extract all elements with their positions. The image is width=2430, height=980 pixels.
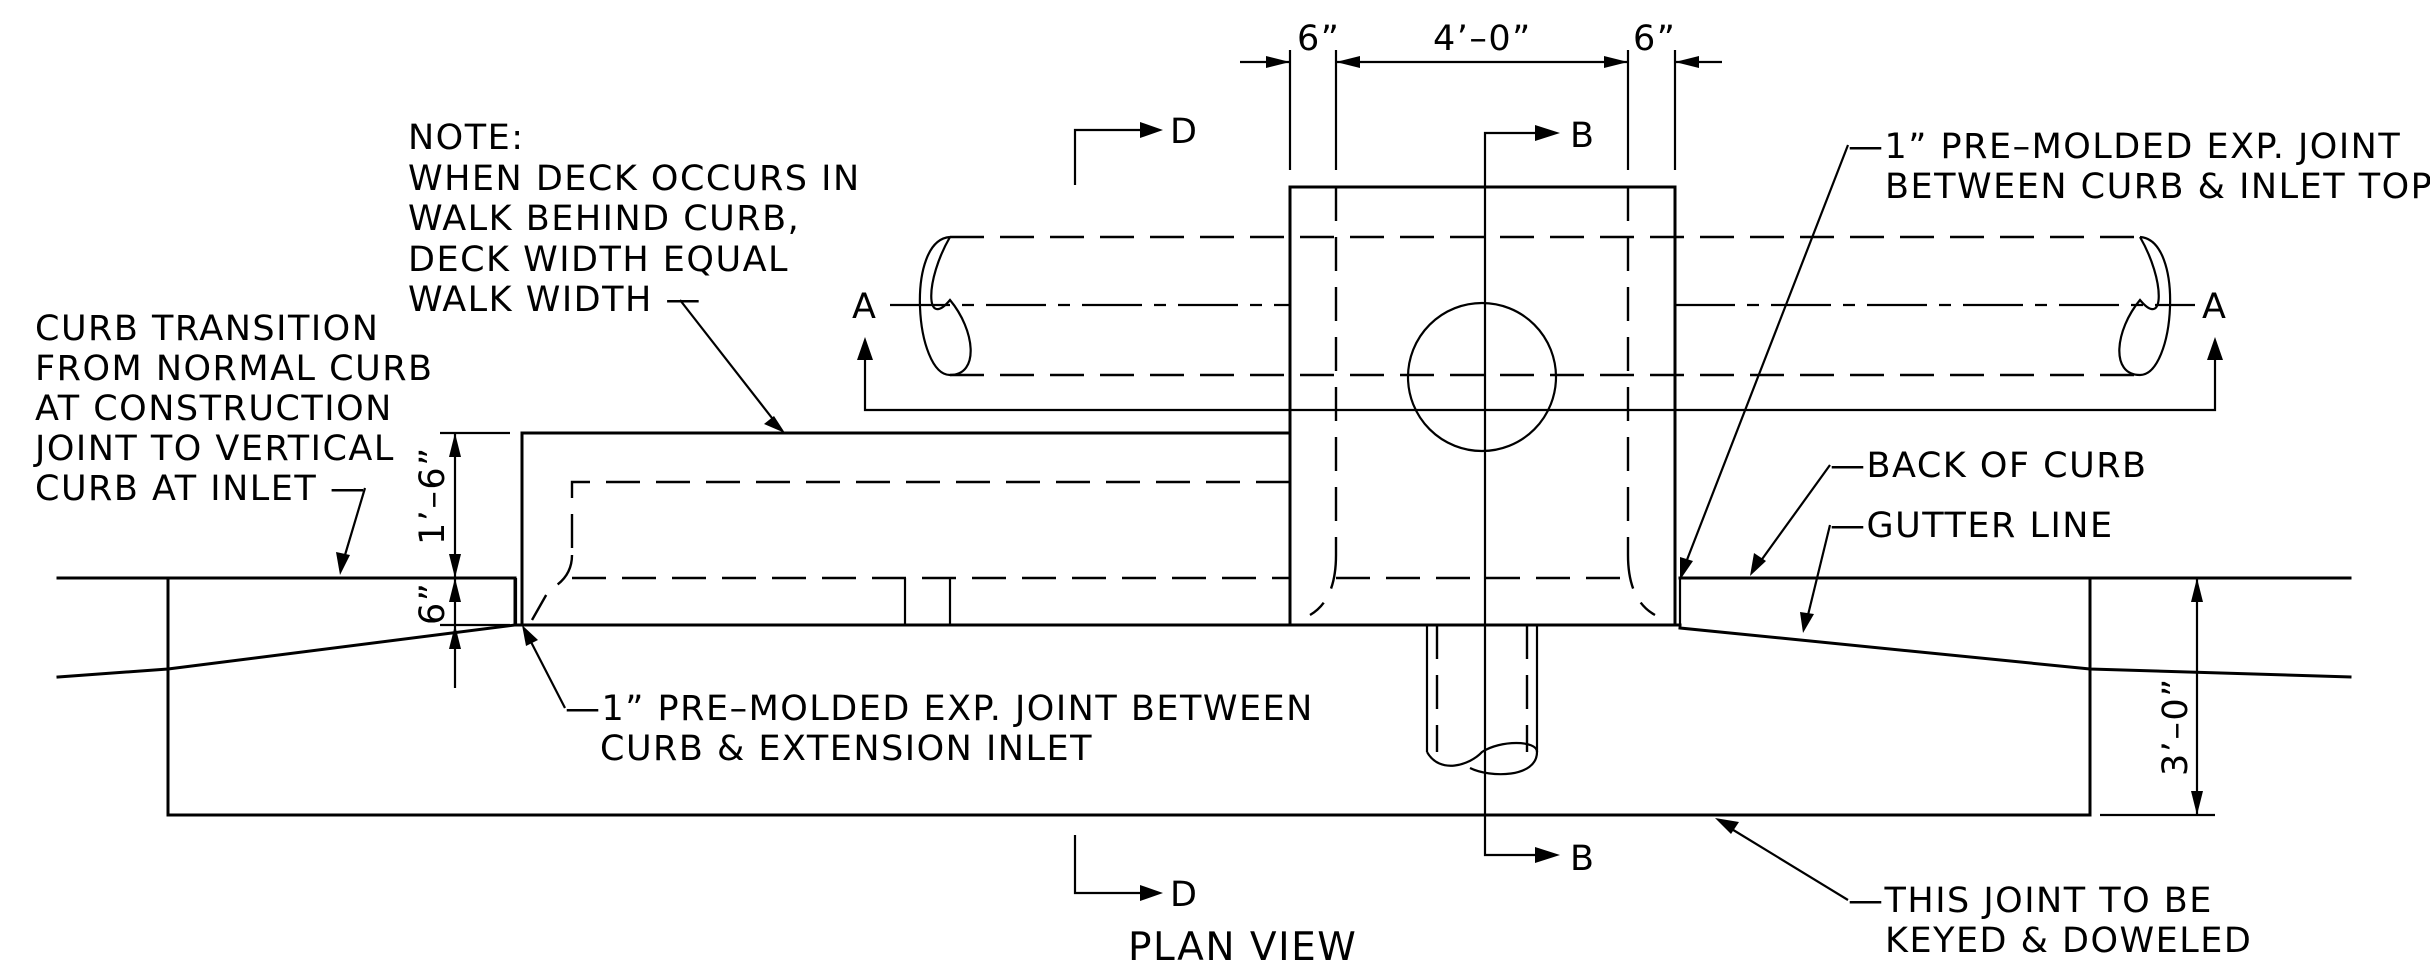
dim-6-left: 6”: [1297, 19, 1340, 59]
curb-transition-line-4: JOINT TO VERTICAL: [33, 429, 395, 469]
deck-note-line-1: NOTE:: [408, 118, 525, 158]
right-dimension: 3’–0”: [2100, 576, 2215, 817]
pipe-break-bottom: [1426, 742, 1539, 776]
inlet-opening-circle: [1406, 301, 1558, 453]
label-b-top: B: [1570, 116, 1596, 156]
keyed-joint-note: —THIS JOINT TO BE KEYED & DOWELED: [1715, 818, 2252, 961]
arrow-a-left: [857, 337, 873, 360]
dim-1-6: 1’–6”: [413, 446, 453, 545]
deck-note-leader: [679, 299, 773, 419]
gutter-line-label: —GUTTER LINE: [1830, 506, 2114, 546]
label-a-right: A: [2202, 287, 2227, 327]
curb-transition-line-1: CURB TRANSITION: [35, 309, 379, 349]
pipe-break-right: [2118, 235, 2172, 377]
gutter-line-left: [56, 623, 517, 679]
keyed-joint-line-1: —THIS JOINT TO BE: [1848, 881, 2213, 921]
joint-top-line-1: —1” PRE–MOLDED EXP. JOINT: [1848, 127, 2401, 167]
left-dimensions: 1’–6” 6”: [413, 431, 510, 688]
arrow-a-right: [2207, 337, 2223, 360]
pipe-vertical: [1425, 625, 1539, 776]
arrow-b-top: [1535, 125, 1560, 141]
deck-note-line-5: WALK WIDTH —: [408, 280, 702, 320]
curb-transition-line-3: AT CONSTRUCTION: [35, 389, 393, 429]
extension-inlet: [514, 431, 1292, 627]
joint-slab: [166, 576, 2092, 817]
view-title: PLAN VIEW: [1128, 925, 1357, 970]
section-a-cut: A A: [852, 287, 2227, 412]
deck-note: NOTE: WHEN DECK OCCURS IN WALK BEHIND CU…: [408, 118, 861, 433]
inlet-top: [1288, 185, 1682, 628]
section-d-bottom: D: [1073, 835, 1198, 915]
curb-transition-line-5: CURB AT INLET —: [35, 469, 366, 509]
joint-extension-line-1: —1” PRE–MOLDED EXP. JOINT BETWEEN: [565, 689, 1314, 729]
curb-transition-leader: [343, 487, 367, 556]
top-dimensions: 6” 4’–0” 6”: [1240, 19, 1722, 170]
inner-wall-dashed: [570, 480, 1290, 555]
section-b-cut: B B: [1483, 116, 1596, 879]
section-d-top: D: [1073, 112, 1198, 185]
inlet-top-outline: [1288, 185, 1677, 627]
back-of-curb-leader: [1759, 464, 1831, 563]
gutter-line-right: [1678, 626, 2352, 679]
back-of-curb-label: —BACK OF CURB: [1830, 446, 2148, 486]
dim-4-0: 4’–0”: [1433, 19, 1532, 59]
back-of-curb-note: —BACK OF CURB: [1750, 446, 2148, 576]
label-a-left: A: [852, 287, 877, 327]
curb-transition-note: CURB TRANSITION FROM NORMAL CURB AT CONS…: [33, 309, 434, 575]
keyed-joint-line-2: KEYED & DOWELED: [1885, 921, 2252, 961]
deck-note-line-4: DECK WIDTH EQUAL: [408, 240, 789, 280]
joint-top-note: —1” PRE–MOLDED EXP. JOINT BETWEEN CURB &…: [1680, 127, 2430, 580]
joint-extension-leader: [529, 639, 566, 709]
dim-3-0: 3’–0”: [2156, 677, 2196, 776]
joint-extension-note: —1” PRE–MOLDED EXP. JOINT BETWEEN CURB &…: [522, 625, 1314, 769]
arrow-b-bottom: [1535, 847, 1560, 863]
dim-6-right: 6”: [1633, 19, 1676, 59]
label-d-top: D: [1170, 112, 1198, 152]
label-d-bottom: D: [1170, 875, 1198, 915]
dim-6-vert: 6”: [413, 582, 453, 625]
joint-extension-line-2: CURB & EXTENSION INLET: [600, 729, 1093, 769]
curb-lines: [56, 576, 2352, 679]
keyed-joint-leader: [1729, 827, 1849, 901]
label-b-bottom: B: [1570, 839, 1596, 879]
joint-top-leader: [1683, 144, 1850, 566]
gutter-line-leader: [1806, 524, 1832, 616]
pipe-break-left: [918, 235, 972, 377]
deck-note-line-3: WALK BEHIND CURB,: [408, 199, 800, 239]
curb-transition-line-2: FROM NORMAL CURB: [35, 349, 434, 389]
gutter-line-note: —GUTTER LINE: [1800, 506, 2114, 633]
pipe-horizontal: [890, 235, 2195, 377]
deck-note-line-2: WHEN DECK OCCURS IN: [408, 159, 861, 199]
joint-top-line-2: BETWEEN CURB & INLET TOP: [1885, 167, 2430, 207]
